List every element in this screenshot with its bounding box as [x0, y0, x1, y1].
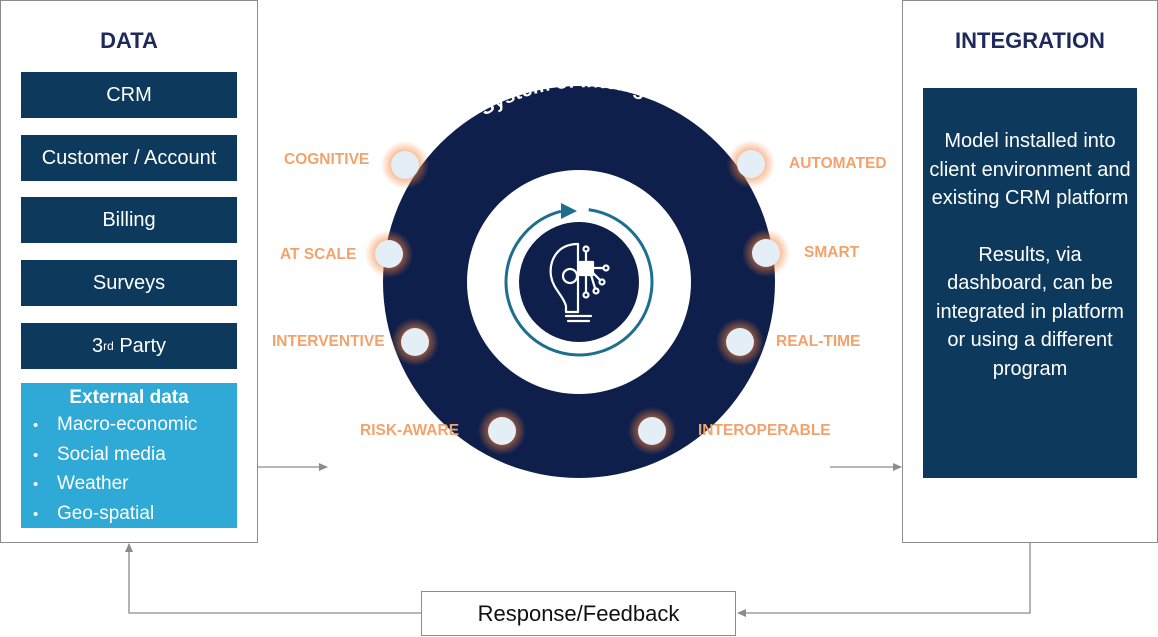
attribute-real-time: REAL-TIME	[776, 333, 861, 350]
source-billing: Billing	[21, 197, 237, 243]
cycle-arrowhead-icon	[561, 203, 577, 219]
list-item: • Social media	[33, 441, 237, 471]
integration-description-box: Model installed into client environment …	[923, 88, 1137, 478]
list-item: • Macro-economic	[33, 411, 237, 441]
bullet-icon: •	[33, 446, 39, 464]
third-party-number: 3	[91, 334, 104, 357]
dot-at-scale	[365, 230, 413, 278]
source-customer-account: Customer / Account	[21, 135, 237, 181]
source-crm: CRM	[21, 72, 237, 118]
attribute-dots	[365, 140, 790, 455]
attribute-interventive: INTERVENTIVE	[272, 333, 385, 350]
external-item-label: Weather	[57, 473, 129, 494]
dot-risk-aware	[478, 407, 526, 455]
dot-interventive	[391, 318, 439, 366]
lightbulb-circuit-icon	[549, 242, 610, 323]
integration-paragraph-2: Results, via dashboard, can be integrate…	[936, 243, 1124, 380]
integration-panel-title: INTEGRATION	[955, 28, 1105, 53]
dot-interoperable	[628, 407, 676, 455]
dot-cognitive	[381, 141, 429, 189]
attribute-interoperable: INTEROPERABLE	[698, 422, 831, 439]
attribute-cognitive: COGNITIVE	[284, 151, 370, 168]
data-panel-title: DATA	[100, 28, 158, 53]
attribute-risk-aware: RISK-AWARE	[360, 422, 460, 439]
third-party-label: Party	[113, 334, 167, 357]
external-item-label: Geo-spatial	[57, 502, 155, 524]
attribute-automated: AUTOMATED	[789, 155, 887, 172]
list-item: • Weather	[33, 470, 237, 500]
third-party-suffix: rd	[103, 339, 114, 353]
bullet-icon: •	[33, 476, 39, 493]
bullet-icon: •	[33, 417, 39, 434]
response-feedback-box: Response/Feedback	[421, 591, 736, 636]
external-item-label: Social media	[57, 443, 166, 465]
attribute-at-scale: AT SCALE	[280, 246, 357, 263]
feedback-to-data-arrow	[125, 543, 421, 614]
external-item-label: Macro-economic	[57, 414, 198, 435]
dot-automated	[727, 140, 775, 188]
list-item: • Geo-spatial	[33, 500, 237, 530]
external-data-box: External data • Macro-economic • Social me…	[21, 383, 237, 528]
external-data-title: External data	[69, 387, 189, 408]
integration-to-feedback-arrow	[737, 543, 1031, 617]
dot-smart	[742, 229, 790, 277]
attribute-smart: SMART	[804, 244, 860, 261]
bullet-icon: •	[33, 505, 39, 523]
external-data-list: • Macro-economic • Social media • Weather •…	[21, 411, 237, 529]
source-surveys: Surveys	[21, 260, 237, 306]
dot-real-time	[716, 318, 764, 366]
integration-paragraph-1: Model installed into client environment …	[929, 130, 1131, 209]
